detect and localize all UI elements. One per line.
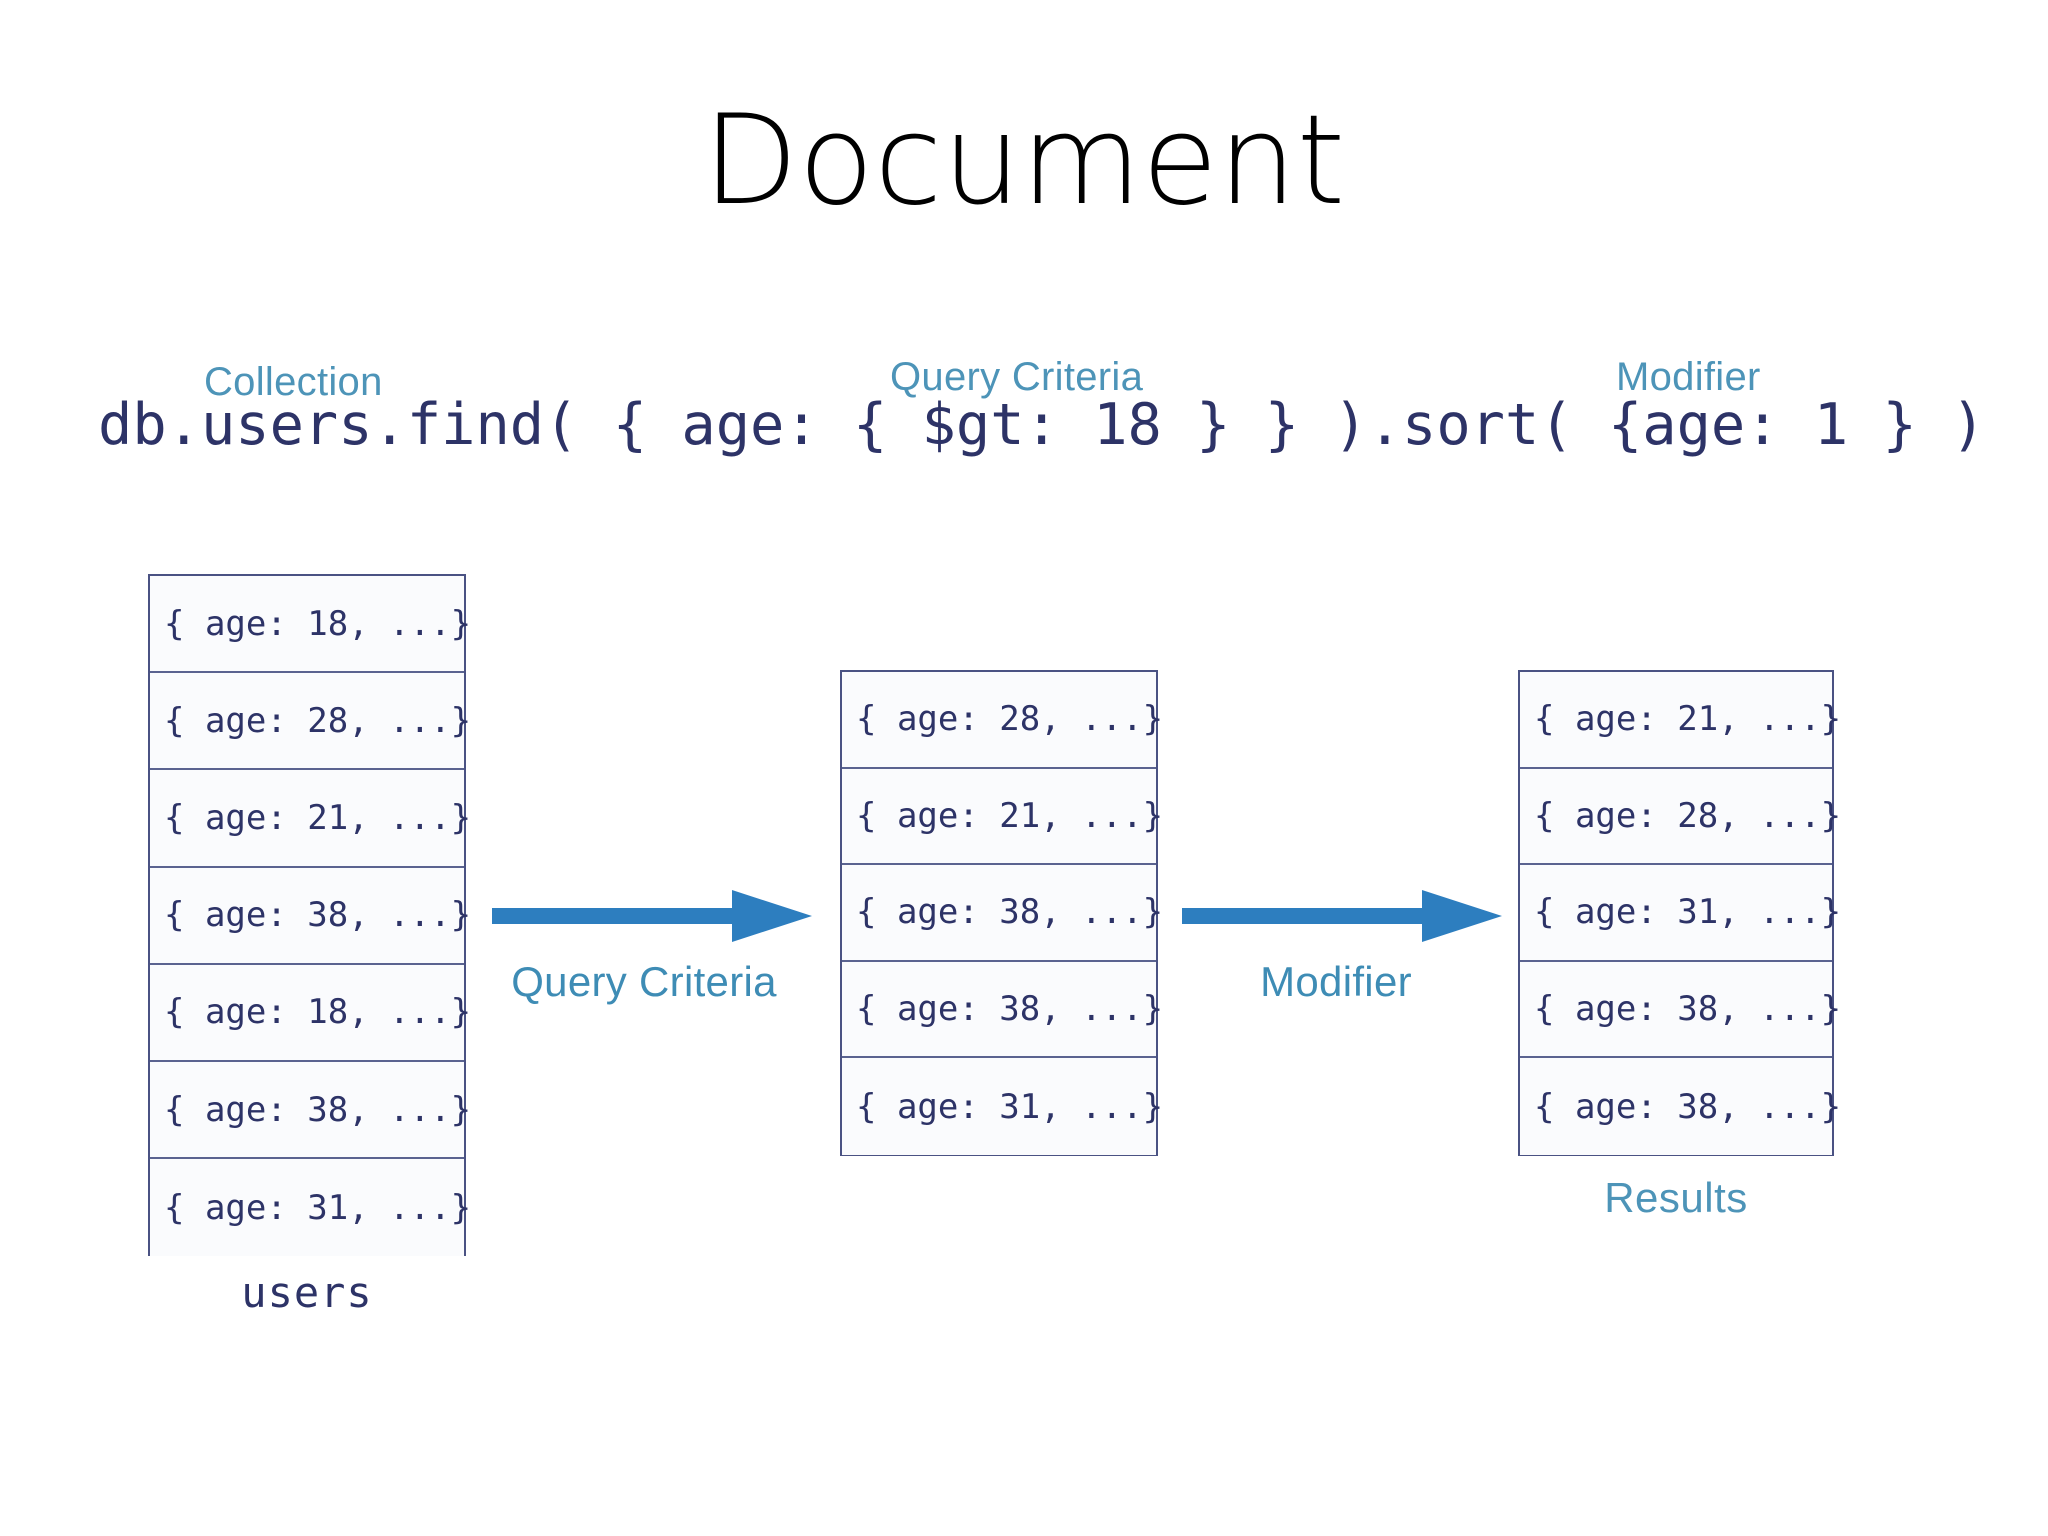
table-row: { age: 28, ...} — [1520, 768, 1841, 866]
arrow-right-icon — [492, 890, 812, 942]
mongo-query-code: db.users.find( { age: { $gt: 18 } } ).so… — [98, 392, 1986, 458]
table-row: { age: 21, ...} — [1520, 672, 1841, 769]
table-row: { age: 28, ...} — [842, 672, 1163, 769]
table-row: { age: 31, ...} — [1520, 865, 1841, 962]
table-row: { age: 18, ...} — [150, 964, 471, 1062]
annotation-query-criteria: Query Criteria — [890, 355, 1144, 399]
table-row: { age: 38, ...} — [1520, 961, 1841, 1059]
arrow-right-icon — [1182, 890, 1502, 942]
results-table-caption: Results — [1604, 1174, 1748, 1221]
table-row: { age: 28, ...} — [150, 673, 471, 771]
page-title: Document — [702, 89, 1346, 233]
table-row: { age: 18, ...} — [150, 576, 471, 674]
arrow-label-modifier: Modifier — [1260, 958, 1412, 1005]
filtered-documents-table: { age: 28, ...} { age: 21, ...} { age: 3… — [840, 670, 1163, 1156]
users-table-caption: users — [241, 1268, 373, 1317]
table-row: { age: 38, ...} — [1520, 1058, 1841, 1155]
query-criteria-arrow: Query Criteria — [492, 888, 812, 1018]
table-row: { age: 21, ...} — [150, 770, 471, 868]
table-row: { age: 31, ...} — [842, 1058, 1163, 1155]
table-row: { age: 38, ...} — [150, 867, 471, 965]
annotation-modifier: Modifier — [1616, 355, 1761, 399]
users-collection-table: { age: 18, ...} { age: 28, ...} { age: 2… — [148, 574, 471, 1257]
table-row: { age: 21, ...} — [842, 768, 1163, 866]
table-row: { age: 31, ...} — [150, 1159, 471, 1257]
table-row: { age: 38, ...} — [150, 1061, 471, 1160]
query-statement-block: Collection Query Criteria Modifier db.us… — [0, 330, 2048, 510]
results-table: { age: 21, ...} { age: 28, ...} { age: 3… — [1518, 670, 1841, 1156]
annotation-collection: Collection — [204, 360, 383, 404]
table-row: { age: 38, ...} — [842, 865, 1163, 962]
modifier-arrow: Modifier — [1182, 888, 1502, 1018]
table-row: { age: 38, ...} — [842, 961, 1163, 1059]
arrow-label-query-criteria: Query Criteria — [511, 958, 777, 1005]
